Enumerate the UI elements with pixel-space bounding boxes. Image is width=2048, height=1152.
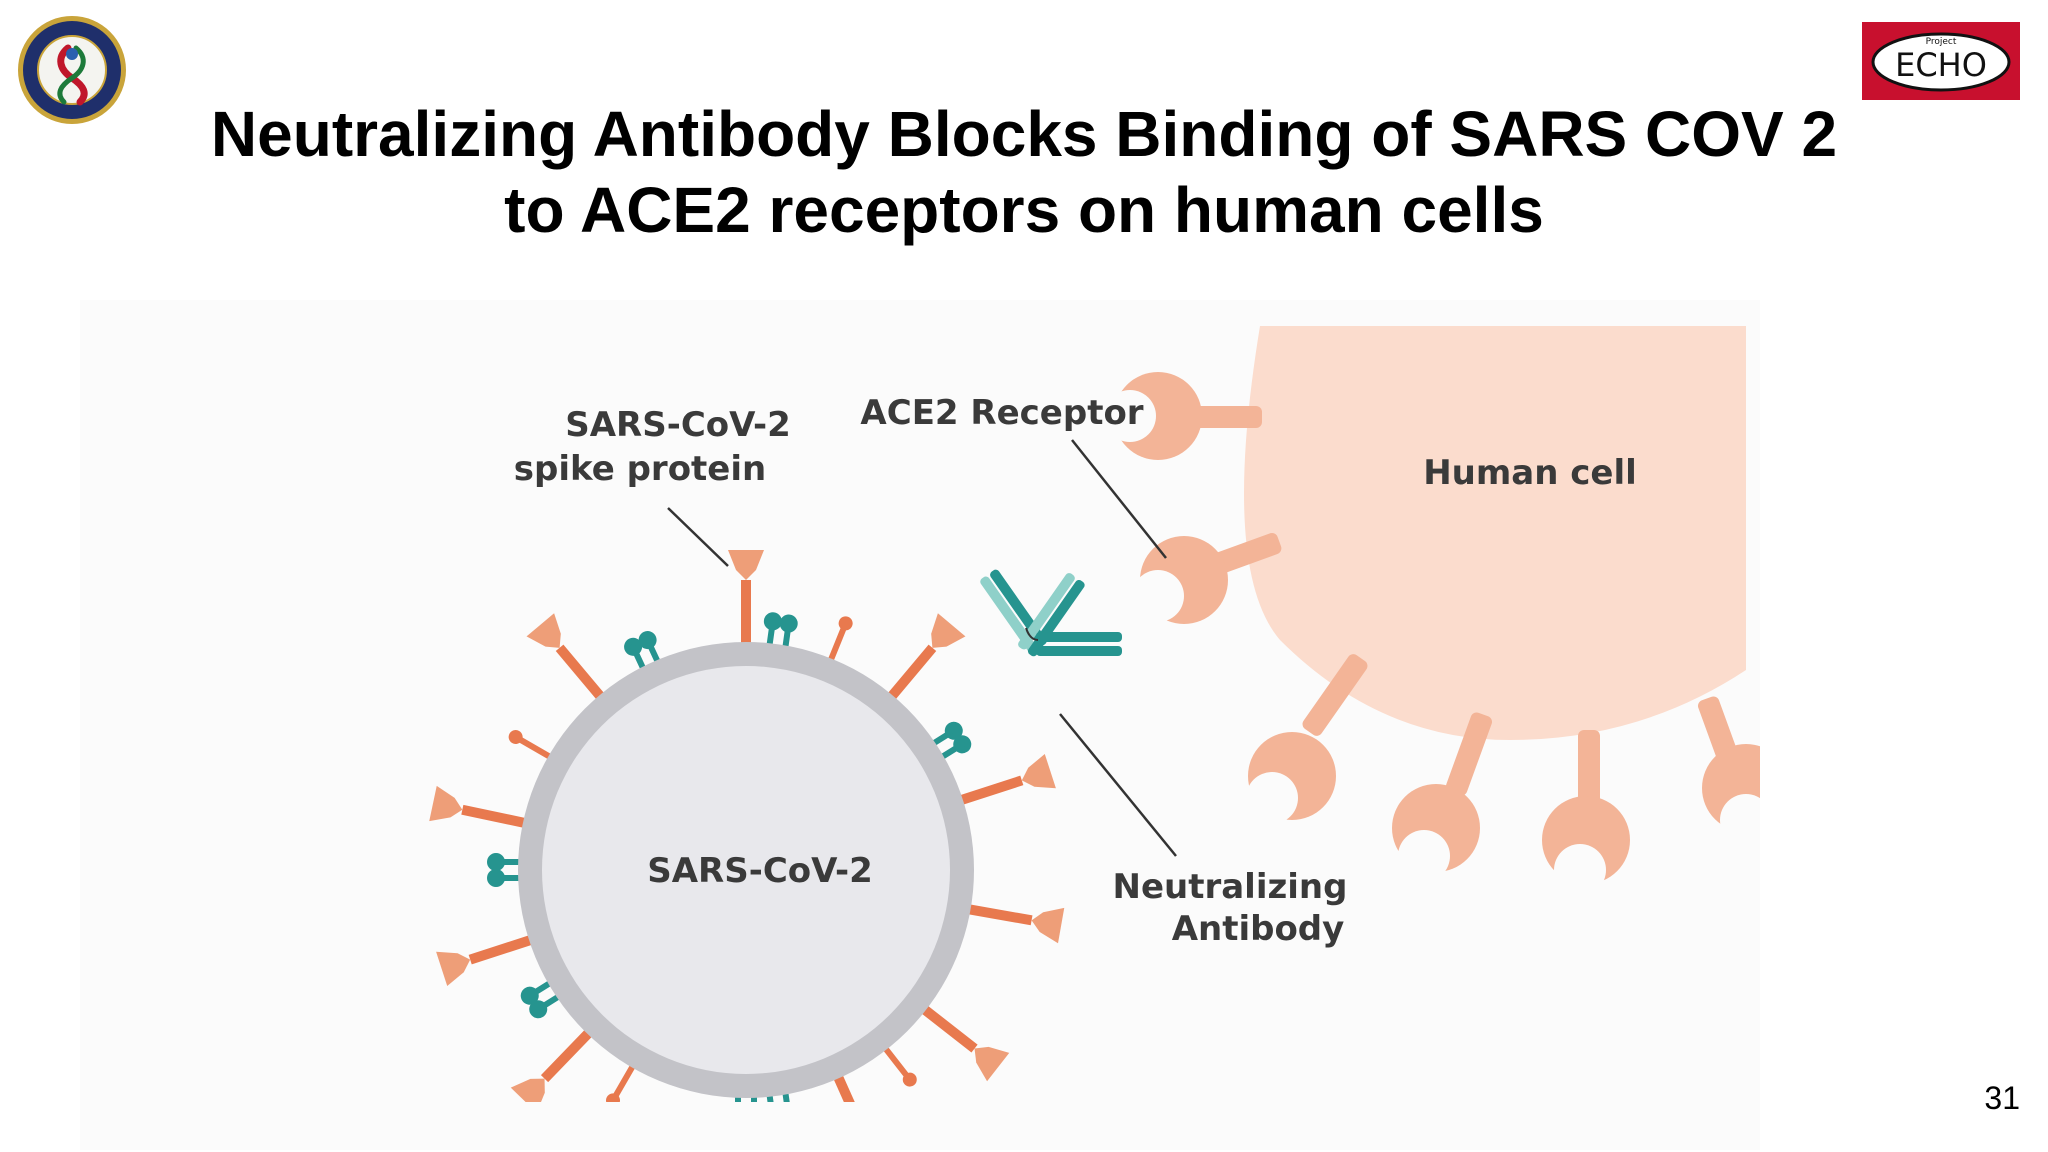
antibody-diagram: SARS-CoV-2 <box>80 300 1760 1150</box>
human-cell-body <box>1244 326 1746 740</box>
slide-title-line-2: to ACE2 receptors on human cells <box>504 174 1544 246</box>
slide-title-line-1: Neutralizing Antibody Blocks Binding of … <box>210 98 1838 170</box>
ace2-receptor-4 <box>1392 712 1493 882</box>
spike-label-line-2: spike protein <box>514 449 766 489</box>
echo-logo-small-text: Project <box>1926 37 1957 47</box>
ace2-receptor-2 <box>1132 532 1282 624</box>
neutralizing-antibody <box>980 569 1122 657</box>
ace2-receptor-label: ACE2 Receptor <box>860 393 1143 433</box>
antibody-label-line-1: Neutralizing <box>1113 867 1348 907</box>
echo-logo-main-text: ECHO <box>1895 46 1987 84</box>
ace2-receptor-1 <box>1104 372 1262 460</box>
antibody-label-line-2: Antibody <box>1172 909 1345 949</box>
page-number: 31 <box>1984 1080 2020 1116</box>
dod-seal-logo <box>18 16 126 124</box>
ace2-receptors <box>1104 372 1760 896</box>
ace2-receptor-3 <box>1246 654 1368 824</box>
virus-spikes <box>429 550 1065 1102</box>
spike-label-line-1: SARS-CoV-2 <box>565 405 791 445</box>
human-cell <box>1104 326 1760 896</box>
virus-label: SARS-CoV-2 <box>647 851 873 891</box>
project-echo-logo: Project ECHO <box>1862 22 2020 100</box>
antibody-leader-line <box>1059 713 1177 857</box>
virus-small-pins <box>508 616 917 1102</box>
leader-lines <box>667 439 1177 857</box>
slide-title: Neutralizing Antibody Blocks Binding of … <box>0 96 2048 248</box>
spike-leader-line <box>667 507 729 567</box>
ace2-receptor-6 <box>1697 696 1760 846</box>
ace2-leader-line <box>1071 439 1167 559</box>
sars-cov-2-virus: SARS-CoV-2 <box>429 550 1065 1102</box>
human-cell-label: Human cell <box>1423 453 1637 493</box>
ace2-receptor-5 <box>1542 730 1630 896</box>
virus-core <box>542 666 950 1074</box>
